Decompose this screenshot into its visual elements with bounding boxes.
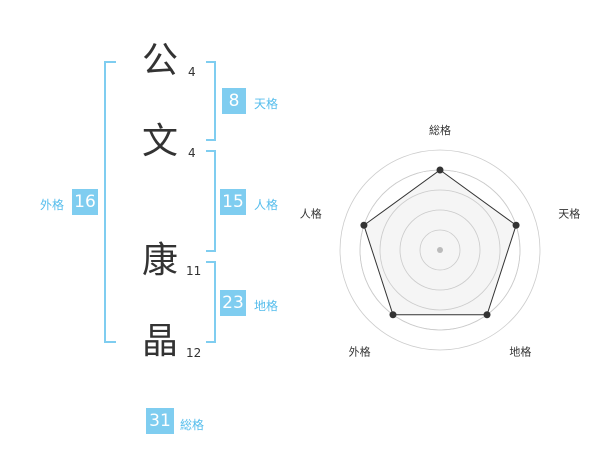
tenkaku-label: 天格 (254, 97, 279, 111)
name-char-3: 康 (142, 240, 179, 281)
chikaku-label: 地格 (254, 299, 279, 313)
tenkaku-score: 8 (222, 88, 246, 114)
soukaku-label: 総格 (180, 418, 205, 432)
radar-grid-ring (379, 189, 501, 311)
radar-data-polygon (363, 169, 517, 316)
chikaku-score: 23 (220, 290, 246, 316)
radar-point-3 (483, 311, 491, 319)
soukaku-score: 31 (146, 408, 174, 434)
radar-grid-ring (399, 209, 481, 291)
gaikaku-label: 外格 (40, 198, 65, 212)
stroke-count-2: 4 (188, 146, 196, 160)
radar-grid-ring (419, 229, 461, 271)
name-char-2: 文 (142, 121, 179, 162)
radar-axis-label-5: 人格 (300, 207, 322, 221)
radar-axis-label-4: 外格 (349, 344, 371, 358)
radar-axis-label-1: 総格 (429, 123, 451, 137)
tenkaku-bracket (206, 61, 216, 141)
name-char-1: 公 (142, 40, 179, 81)
gaikaku-score: 16 (72, 189, 98, 215)
jinkaku-score: 15 (220, 189, 246, 215)
chikaku-bracket (206, 261, 216, 343)
radar-axis-label-3: 地格 (509, 344, 531, 358)
stroke-count-4: 12 (186, 346, 202, 360)
radar-point-4 (389, 311, 397, 319)
stroke-count-1: 4 (188, 65, 196, 79)
gaikaku-bracket (104, 61, 116, 343)
radar-point-1 (436, 166, 444, 174)
radar-center-dot (437, 247, 443, 253)
stroke-count-3: 11 (186, 264, 202, 278)
jinkaku-label: 人格 (254, 198, 279, 212)
name-char-4: 晶 (142, 321, 179, 362)
radar-point-5 (360, 221, 368, 229)
radar-point-2 (512, 221, 520, 229)
jinkaku-bracket (206, 150, 216, 252)
radar-axis-label-2: 天格 (558, 207, 580, 221)
